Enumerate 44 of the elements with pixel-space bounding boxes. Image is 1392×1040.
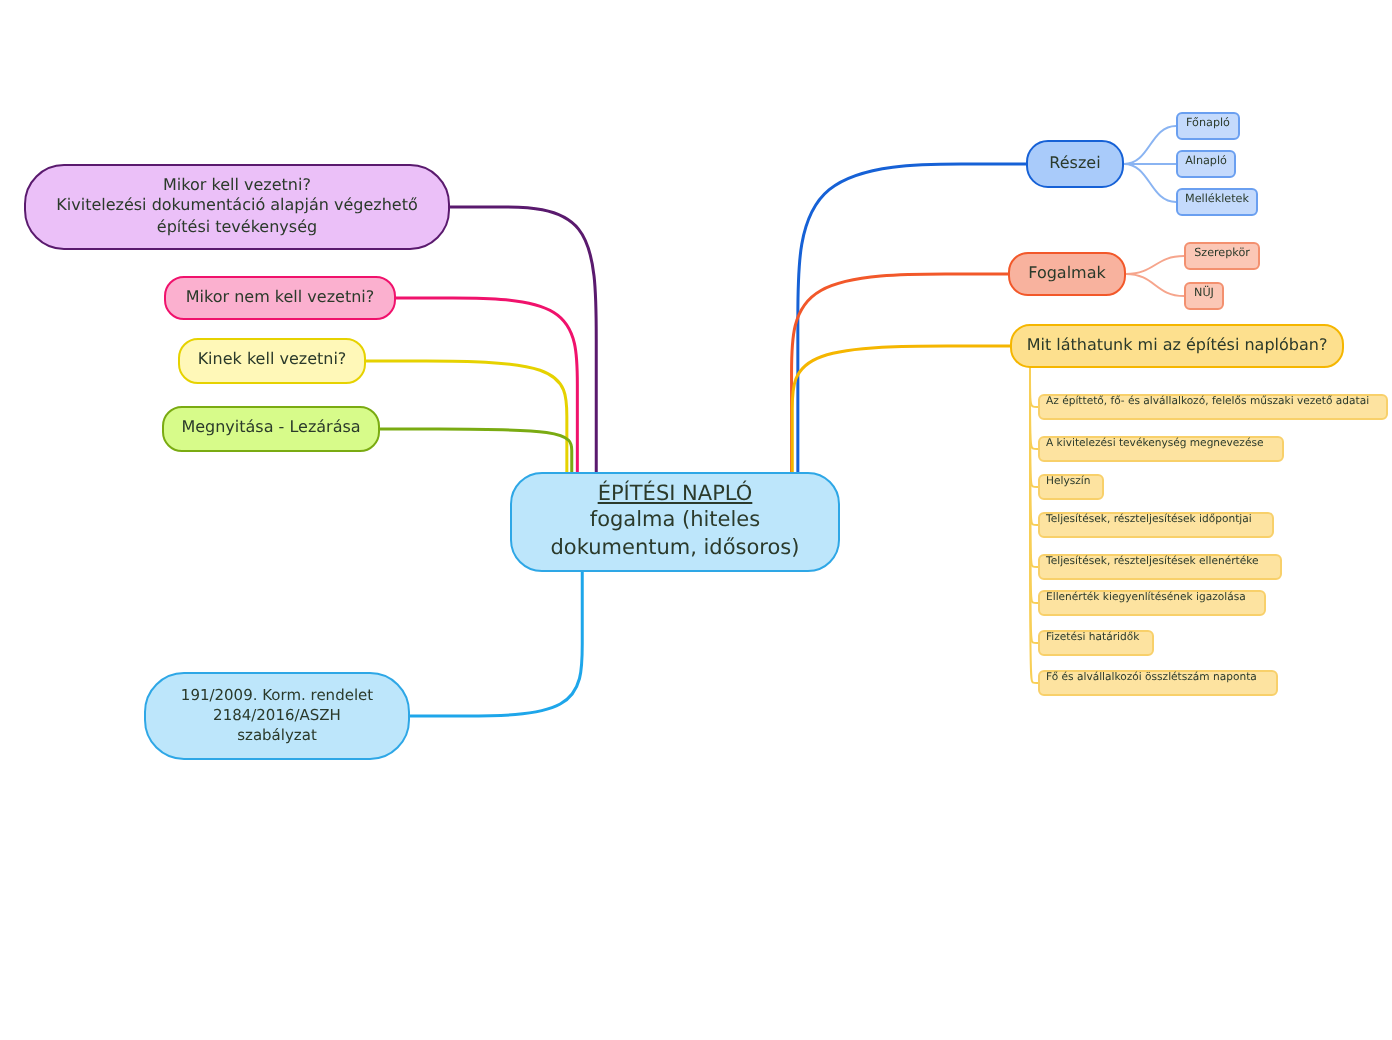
central-topic [510, 472, 840, 572]
connector-line [796, 162, 1026, 472]
topic-heading: ÉPÍTÉSI NAPLÓ [597, 481, 753, 509]
subtopic-box [1176, 112, 1240, 140]
connector-line [790, 272, 1008, 472]
connector-line [1123, 125, 1177, 165]
topic-text: Részei [1049, 153, 1101, 175]
topic-box [24, 164, 450, 250]
connector-line [1123, 163, 1177, 203]
connector-line [366, 359, 569, 472]
topic-box [178, 338, 366, 384]
subtopic-box [1038, 474, 1104, 500]
subtopic-box [1038, 512, 1274, 538]
subtopic-box [1038, 394, 1388, 420]
topic-text: Megnyitása - Lezárása [181, 418, 361, 440]
topic-text: fogalma (hiteles dokumentum, idősoros) [548, 508, 802, 563]
subtopic-box [1038, 554, 1282, 580]
connector-line [790, 344, 1010, 472]
topic-text: Mikor nem kell vezetni? [185, 287, 375, 309]
topic-text: Kivitelezési dokumentáció alapján végezhető építési tevékenység [54, 196, 420, 239]
topic-box [1026, 140, 1124, 188]
subtopic-box [1038, 436, 1284, 462]
connector-line [1125, 273, 1185, 297]
topic-box [144, 672, 410, 760]
subtopic-box [1176, 188, 1258, 216]
topic-box [1010, 324, 1344, 368]
subtopic-box [1184, 282, 1224, 310]
connector-line [410, 572, 584, 718]
subtopic-box [1038, 630, 1154, 656]
connector-line [1123, 163, 1177, 165]
connector-line [396, 296, 579, 472]
topic-text: Mit láthatunk mi az építési naplóban? [1026, 335, 1328, 357]
subtopic-box [1038, 590, 1266, 616]
topic-box [1008, 252, 1126, 296]
subtopic-box [1038, 670, 1278, 696]
topic-box [164, 276, 396, 320]
subtopic-box [1184, 242, 1260, 270]
topic-box [162, 406, 380, 452]
topic-text: Kinek kell vezetni? [197, 350, 347, 372]
topic-text: Fogalmak [1028, 263, 1106, 285]
connector-line [450, 205, 598, 472]
connector-line [380, 427, 574, 472]
topic-heading: Mikor kell vezetni? [163, 175, 311, 197]
subtopic-box [1176, 150, 1236, 178]
